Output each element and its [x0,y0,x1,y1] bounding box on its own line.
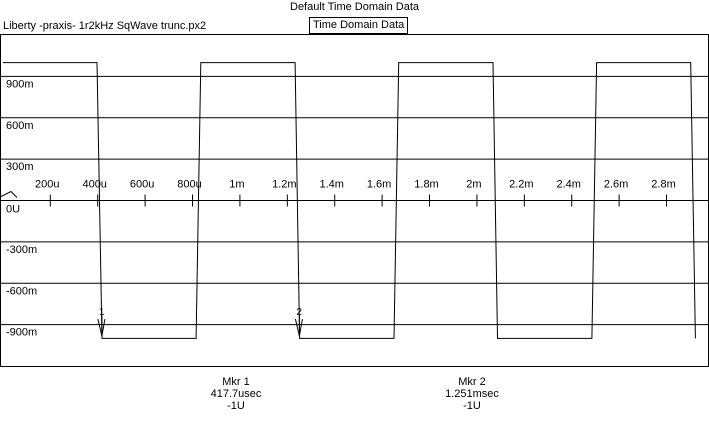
marker-2-time: 1.251msec [445,388,499,400]
marker-1-title: Mkr 1 [222,376,250,388]
square-wave-trace [2,62,696,339]
y-tick-label: -600m [6,285,37,297]
x-tick-label: 200u [35,179,59,191]
zero-reference-marker [1,190,18,198]
y-tick-label: 600m [6,120,34,132]
x-tick-label: 600u [130,179,154,191]
plot-area[interactable]: 900m 600m 300m 0U -300m -600m -900m 200u 400u 600… [0,34,709,367]
x-tick-label: 2.8m [651,179,675,191]
x-tick-label: 1.8m [414,179,438,191]
marker-2-title: Mkr 2 [458,376,486,388]
x-tick-label: 1.2m [272,179,296,191]
marker-label: 1 [99,307,105,318]
marker-1-time: 417.7usec [210,388,262,400]
y-tick-label: 0U [6,204,20,216]
y-tick-label: -900m [6,327,37,339]
x-tick-label: 1.4m [319,179,343,191]
time-domain-plot[interactable]: 900m 600m 300m 0U -300m -600m -900m 200u 400u 600… [1,35,708,366]
marker-2-readout: Mkr 2 1.251msec -1U [412,376,532,412]
x-tick-label: 1.6m [367,179,391,191]
y-tick-label: 900m [6,78,34,90]
y-tick-label: -300m [6,244,37,256]
x-tick-label: 2.6m [604,179,628,191]
x-tick-label: 1m [229,179,244,191]
file-name: Liberty -praxis- 1r2kHz SqWave trunc.px2 [3,20,207,32]
marker-1-readout: Mkr 1 417.7usec -1U [176,376,296,412]
window-title: Default Time Domain Data [290,1,419,13]
marker-label: 2 [296,307,302,318]
x-tick-label: 2.4m [556,179,580,191]
x-tick-label: 400u [82,179,106,191]
marker-2-value: -1U [463,400,481,412]
trace-tab[interactable]: Time Domain Data [309,17,409,34]
x-tick-label: 2m [466,179,481,191]
y-tick-label: 300m [6,161,34,173]
x-tick-label: 2.2m [509,179,533,191]
x-tick-label: 800u [177,179,201,191]
marker-1-value: -1U [227,400,245,412]
